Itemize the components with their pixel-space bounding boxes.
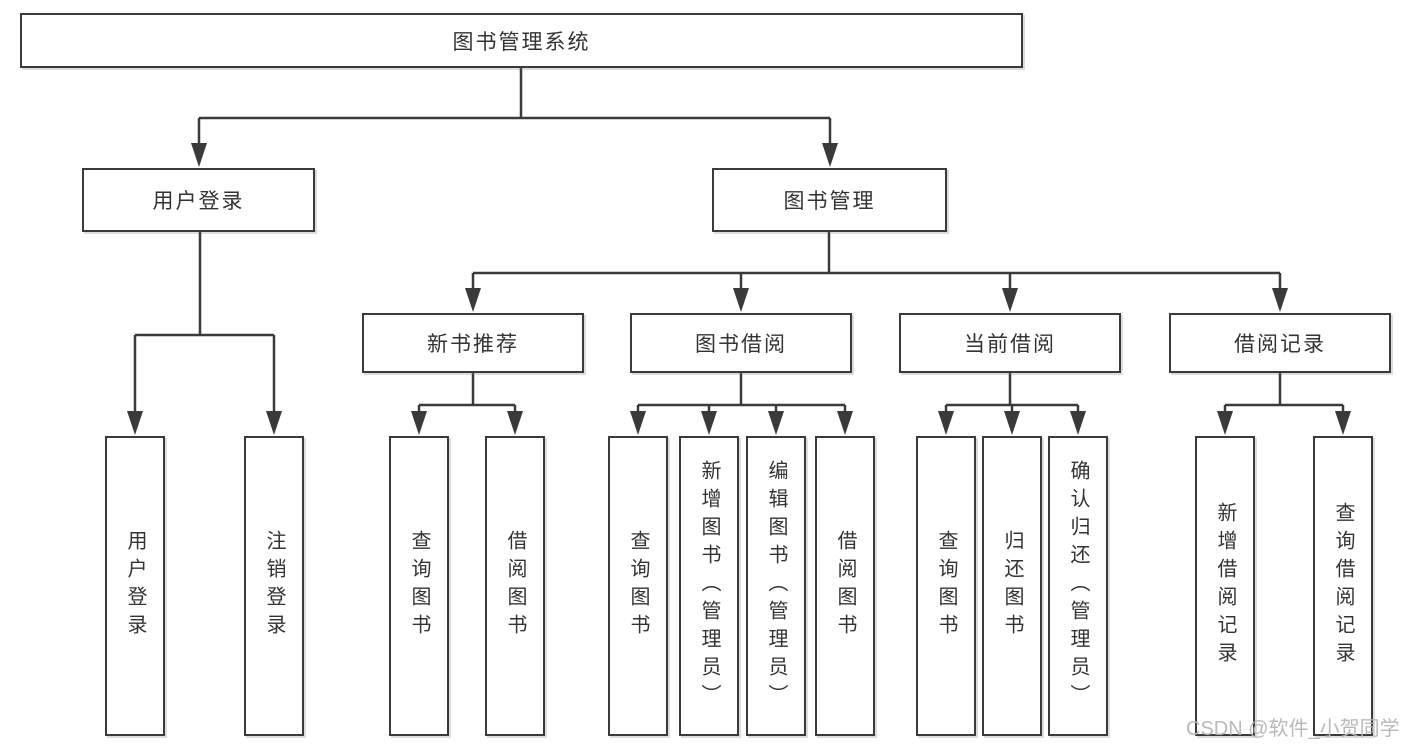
leaf-current-confirm-return: 确认归还（管理员）: [1048, 436, 1108, 736]
watermark: CSDN @软件_小贺同学: [1186, 718, 1400, 740]
leaf-borrow-borrow-book-label: 借阅图书: [834, 530, 856, 642]
arrow-icon: [733, 288, 749, 312]
arrow-icon: [1070, 411, 1086, 435]
connector-book-borrow-children: [636, 373, 847, 414]
node-root-label: 图书管理系统: [452, 30, 591, 54]
leaf-borrow-add-book-label: 新增图书（管理员）: [698, 460, 720, 712]
node-book-borrow-label: 图书借阅: [695, 333, 787, 356]
arrow-icon: [822, 143, 838, 167]
connector-book-mgmt-children: [471, 232, 1282, 291]
leaf-borrow-edit-book: 编辑图书（管理员）: [746, 436, 806, 736]
arrow-icon: [1004, 411, 1020, 435]
leaf-current-query-label: 查询图书: [935, 530, 957, 642]
leaf-logout-label: 注销登录: [263, 530, 285, 642]
arrow-icon: [837, 411, 853, 435]
arrow-icon: [630, 411, 646, 435]
node-user-login: 用户登录: [82, 168, 315, 232]
arrow-icon: [1335, 411, 1351, 435]
arrow-icon: [191, 143, 207, 167]
connector-current-borrow-children: [944, 373, 1080, 414]
node-book-management-label: 图书管理: [783, 190, 876, 213]
node-book-management: 图书管理: [712, 168, 947, 232]
node-root: 图书管理系统: [20, 13, 1023, 68]
leaf-records-query-label: 查询借阅记录: [1332, 502, 1354, 670]
arrow-icon: [465, 288, 481, 312]
leaf-user-login: 用户登录: [105, 436, 165, 736]
node-new-book-recommend: 新书推荐: [362, 313, 584, 373]
leaf-user-login-label: 用户登录: [124, 530, 146, 642]
leaf-current-query: 查询图书: [916, 436, 976, 736]
leaf-records-add: 新增借阅记录: [1195, 436, 1255, 736]
arrow-icon: [411, 411, 427, 435]
arrow-icon: [1217, 411, 1233, 435]
leaf-logout: 注销登录: [244, 436, 304, 736]
leaf-newbooks-query: 查询图书: [389, 436, 449, 736]
leaf-newbooks-borrow-label: 借阅图书: [504, 530, 526, 642]
node-borrow-records-label: 借阅记录: [1234, 333, 1326, 356]
arrow-icon: [127, 411, 143, 435]
arrow-icon: [938, 411, 954, 435]
node-current-borrow-label: 当前借阅: [964, 333, 1056, 356]
leaf-current-return-label: 归还图书: [1001, 530, 1023, 642]
arrow-icon: [768, 411, 784, 435]
leaf-current-confirm-return-label: 确认归还（管理员）: [1067, 460, 1089, 712]
leaf-newbooks-query-label: 查询图书: [408, 530, 430, 642]
node-current-borrow: 当前借阅: [899, 313, 1121, 373]
connector-new-books-children: [417, 373, 517, 414]
arrow-icon: [1002, 288, 1018, 312]
leaf-borrow-query: 查询图书: [608, 436, 668, 736]
connector-root-to-level2: [197, 68, 832, 146]
arrow-icon: [507, 411, 523, 435]
leaf-current-return: 归还图书: [982, 436, 1042, 736]
leaf-records-add-label: 新增借阅记录: [1214, 502, 1236, 670]
arrow-icon: [1272, 288, 1288, 312]
leaf-borrow-query-label: 查询图书: [627, 530, 649, 642]
arrow-icon: [266, 411, 282, 435]
leaf-borrow-borrow-book: 借阅图书: [815, 436, 875, 736]
node-user-login-label: 用户登录: [152, 190, 245, 213]
node-new-book-recommend-label: 新书推荐: [427, 333, 519, 356]
node-book-borrow: 图书借阅: [630, 313, 852, 373]
connector-user-login-children: [133, 232, 276, 414]
leaf-newbooks-borrow: 借阅图书: [485, 436, 545, 736]
leaf-records-query: 查询借阅记录: [1313, 436, 1373, 736]
connector-borrow-records-children: [1223, 373, 1345, 414]
leaf-borrow-edit-book-label: 编辑图书（管理员）: [765, 460, 787, 712]
arrow-icon: [701, 411, 717, 435]
node-borrow-records: 借阅记录: [1169, 313, 1391, 373]
leaf-borrow-add-book: 新增图书（管理员）: [679, 436, 739, 736]
